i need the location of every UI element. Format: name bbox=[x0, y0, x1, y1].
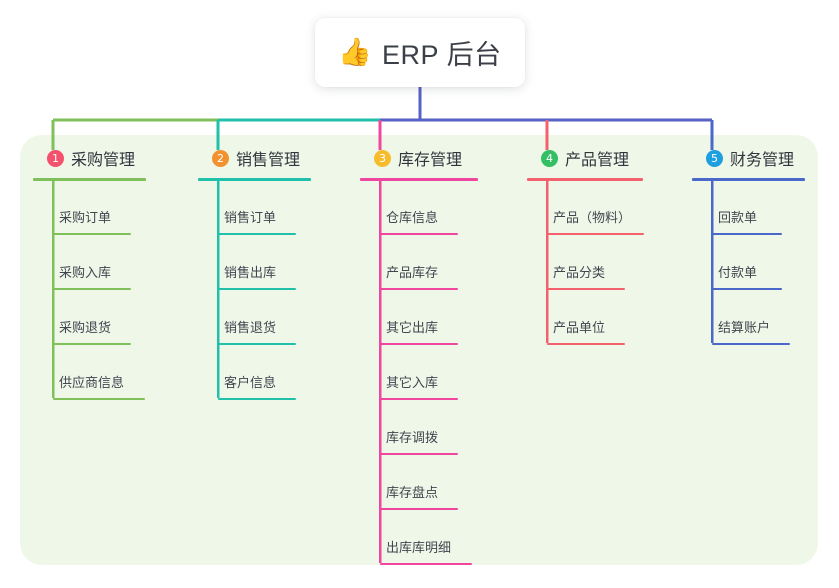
leaf-label: 产品单位 bbox=[553, 320, 606, 335]
leaf-item[interactable]: 其它出库 bbox=[360, 320, 458, 345]
column-1: 1 采购管理 bbox=[33, 146, 146, 181]
leaf-underline bbox=[547, 343, 625, 345]
column-header-5[interactable]: 5 财务管理 bbox=[692, 146, 805, 170]
leaf-underline bbox=[712, 233, 782, 235]
leaf-label: 其它入库 bbox=[386, 375, 439, 390]
column-title: 销售管理 bbox=[236, 152, 301, 169]
leaf-label: 采购订单 bbox=[59, 210, 112, 225]
leaf-label: 其它出库 bbox=[386, 320, 439, 335]
column-underline bbox=[198, 178, 311, 181]
page-title: ERP 后台 bbox=[382, 40, 502, 70]
leaf-underline bbox=[547, 233, 644, 235]
leaf-underline bbox=[218, 288, 296, 290]
number-badge: 5 bbox=[706, 149, 723, 167]
leaf-label: 仓库信息 bbox=[386, 210, 439, 225]
leaf-label: 回款单 bbox=[718, 210, 758, 225]
leaf-item[interactable]: 回款单 bbox=[692, 210, 782, 235]
leaf-item[interactable]: 其它入库 bbox=[360, 375, 458, 400]
column-2: 2 销售管理 bbox=[198, 146, 311, 181]
leaf-underline bbox=[218, 343, 296, 345]
leaf-underline bbox=[380, 398, 458, 400]
column-5: 5 财务管理 bbox=[692, 146, 805, 181]
leaf-label: 采购入库 bbox=[59, 265, 112, 280]
column-underline bbox=[360, 178, 478, 181]
leaf-label: 产品（物料） bbox=[553, 210, 632, 225]
leaf-underline bbox=[218, 398, 296, 400]
column-header-2[interactable]: 2 销售管理 bbox=[198, 146, 311, 170]
column-title: 库存管理 bbox=[398, 152, 463, 169]
column-header-1[interactable]: 1 采购管理 bbox=[33, 146, 146, 170]
leaf-underline bbox=[218, 233, 296, 235]
leaf-underline bbox=[547, 288, 625, 290]
leaf-label: 产品库存 bbox=[386, 265, 439, 280]
leaf-label: 销售退货 bbox=[224, 320, 277, 335]
leaf-underline bbox=[712, 343, 790, 345]
leaf-label: 库存盘点 bbox=[386, 485, 439, 500]
leaf-label: 供应商信息 bbox=[59, 375, 125, 390]
leaf-underline bbox=[380, 343, 458, 345]
leaf-underline bbox=[380, 288, 458, 290]
leaf-label: 产品分类 bbox=[553, 265, 606, 280]
thumbs-up-icon: 👍 bbox=[338, 37, 373, 67]
leaf-item[interactable]: 销售订单 bbox=[198, 210, 296, 235]
leaf-label: 付款单 bbox=[718, 265, 758, 280]
leaf-item[interactable]: 销售退货 bbox=[198, 320, 296, 345]
number-badge: 1 bbox=[47, 149, 64, 167]
leaf-item[interactable]: 库存盘点 bbox=[360, 485, 458, 510]
column-title: 采购管理 bbox=[71, 152, 136, 169]
leaf-label: 销售出库 bbox=[224, 265, 277, 280]
column-header-3[interactable]: 3 库存管理 bbox=[360, 146, 478, 170]
leaf-underline bbox=[53, 288, 131, 290]
leaf-item[interactable]: 产品（物料） bbox=[527, 210, 644, 235]
root-title-card[interactable]: 👍 ERP 后台 bbox=[315, 18, 525, 87]
leaf-underline bbox=[712, 288, 782, 290]
column-title: 产品管理 bbox=[565, 152, 630, 169]
leaf-underline bbox=[380, 233, 458, 235]
leaf-underline bbox=[380, 508, 458, 510]
leaf-underline bbox=[53, 343, 131, 345]
diagram-panel bbox=[20, 135, 818, 565]
leaf-item[interactable]: 采购退货 bbox=[33, 320, 131, 345]
column-title: 财务管理 bbox=[730, 152, 795, 169]
leaf-item[interactable]: 出库库明细 bbox=[360, 540, 472, 565]
leaf-item[interactable]: 客户信息 bbox=[198, 375, 296, 400]
leaf-item[interactable]: 采购订单 bbox=[33, 210, 131, 235]
leaf-label: 采购退货 bbox=[59, 320, 112, 335]
leaf-underline bbox=[53, 398, 145, 400]
number-badge: 2 bbox=[212, 149, 229, 167]
number-badge: 4 bbox=[541, 149, 558, 167]
leaf-item[interactable]: 付款单 bbox=[692, 265, 782, 290]
column-underline bbox=[527, 178, 643, 181]
column-underline bbox=[692, 178, 805, 181]
leaf-item[interactable]: 采购入库 bbox=[33, 265, 131, 290]
leaf-item[interactable]: 结算账户 bbox=[692, 320, 790, 345]
leaf-item[interactable]: 仓库信息 bbox=[360, 210, 458, 235]
column-4: 4 产品管理 bbox=[527, 146, 643, 181]
number-badge: 3 bbox=[374, 149, 391, 167]
leaf-underline bbox=[380, 453, 458, 455]
leaf-label: 销售订单 bbox=[224, 210, 277, 225]
column-underline bbox=[33, 178, 146, 181]
leaf-label: 库存调拨 bbox=[386, 430, 439, 445]
leaf-label: 出库库明细 bbox=[386, 540, 452, 555]
leaf-item[interactable]: 产品单位 bbox=[527, 320, 625, 345]
leaf-item[interactable]: 产品分类 bbox=[527, 265, 625, 290]
leaf-label: 客户信息 bbox=[224, 375, 277, 390]
leaf-underline bbox=[53, 233, 131, 235]
leaf-item[interactable]: 供应商信息 bbox=[33, 375, 145, 400]
leaf-item[interactable]: 库存调拨 bbox=[360, 430, 458, 455]
column-3: 3 库存管理 bbox=[360, 146, 478, 181]
leaf-underline bbox=[380, 563, 472, 565]
leaf-item[interactable]: 销售出库 bbox=[198, 265, 296, 290]
column-header-4[interactable]: 4 产品管理 bbox=[527, 146, 643, 170]
leaf-item[interactable]: 产品库存 bbox=[360, 265, 458, 290]
leaf-label: 结算账户 bbox=[718, 320, 771, 335]
